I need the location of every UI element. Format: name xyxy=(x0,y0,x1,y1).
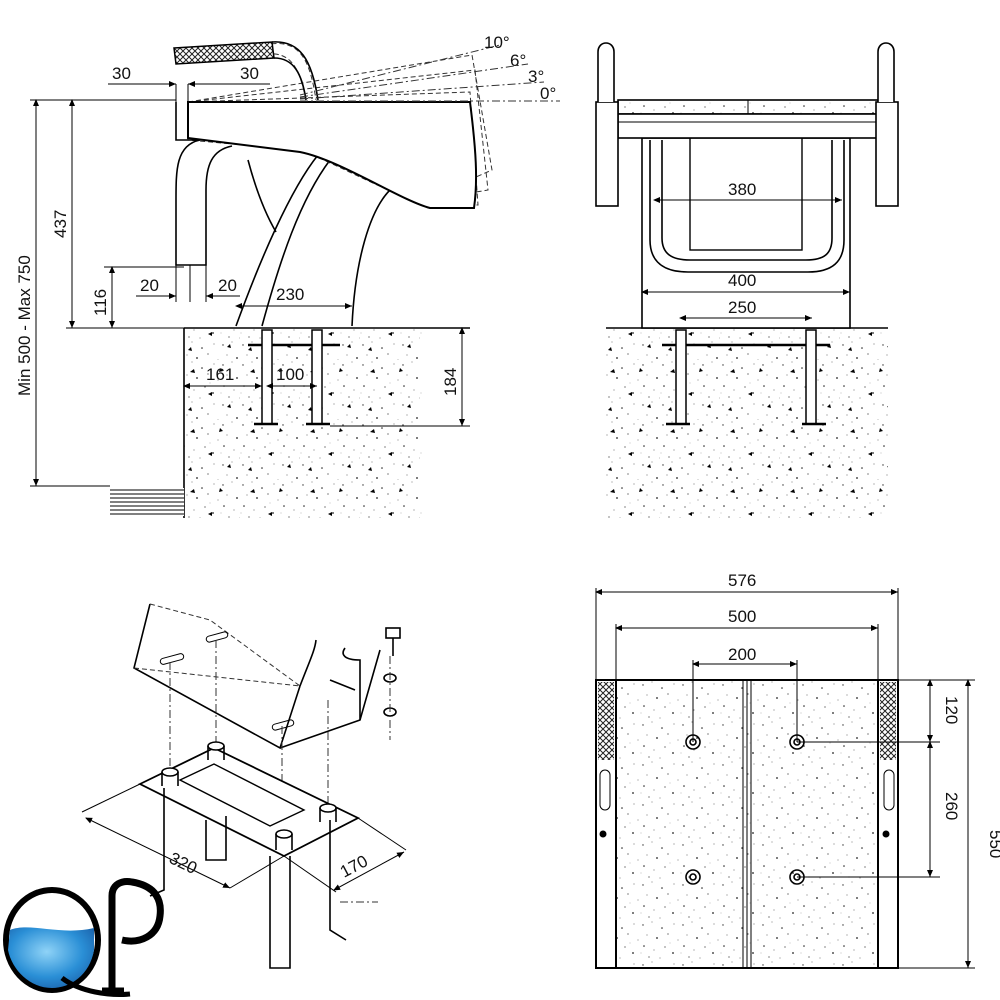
dim-437: 437 xyxy=(51,210,70,238)
angle-line-10 xyxy=(299,44,501,96)
pedestal-front-leg xyxy=(235,154,319,327)
qp-logo: QP xyxy=(3,878,164,997)
front-post-right xyxy=(877,42,895,102)
dim-120: 120 xyxy=(942,696,961,724)
front-concrete-block xyxy=(606,328,888,518)
dim-230: 230 xyxy=(276,285,304,304)
angle-line-6 xyxy=(299,63,529,98)
front-rail-left xyxy=(595,101,619,207)
dim-576: 576 xyxy=(728,571,756,590)
diving-board-side xyxy=(187,101,478,209)
dim-400: 400 xyxy=(728,271,756,290)
bolt-icon xyxy=(385,627,401,639)
angle-label-6: 6° xyxy=(510,51,526,70)
dim-20-right: 20 xyxy=(218,276,237,295)
angle-label-10: 10° xyxy=(484,33,510,52)
front-anchor-rod-left xyxy=(675,329,687,425)
iso-view: 320 170 xyxy=(81,603,407,969)
dim-170: 170 xyxy=(337,851,371,881)
dim-500: 500 xyxy=(728,607,756,626)
dim-184: 184 xyxy=(441,368,460,396)
dim-200: 200 xyxy=(728,645,756,664)
angle-line-3 xyxy=(299,81,545,100)
dim-250: 250 xyxy=(728,298,756,317)
front-rail-right xyxy=(875,101,899,207)
angle-label-3: 3° xyxy=(528,67,544,86)
dim-320: 320 xyxy=(166,849,200,879)
dim-161: 161 xyxy=(206,365,234,384)
angle-label-0: 0° xyxy=(540,84,556,103)
dim-20-left: 20 xyxy=(140,276,159,295)
dim-260: 260 xyxy=(942,792,961,820)
side-anchor-rod-right xyxy=(311,329,323,425)
side-handle xyxy=(175,139,233,266)
logo-water xyxy=(8,927,94,988)
plan-view: 576 500 200 550 120 260 xyxy=(595,571,1000,969)
front-board-surface xyxy=(617,99,881,115)
iso-studs xyxy=(161,741,337,850)
front-view: 380 400 250 xyxy=(595,42,899,518)
dim-380: 380 xyxy=(728,180,756,199)
side-grip-pad xyxy=(173,41,275,65)
dim-height-range: Min 500 - Max 750 xyxy=(15,255,34,396)
front-u-handle xyxy=(649,140,845,273)
side-anchor-rod-left xyxy=(261,329,273,425)
iso-legs xyxy=(269,856,291,969)
dim-116: 116 xyxy=(91,289,110,316)
dim-100: 100 xyxy=(276,365,304,384)
side-concrete-block xyxy=(184,328,422,518)
iso-pedestal-body xyxy=(133,603,301,750)
side-view: 10° 6° 3° 0° 30 30 Min 500 - Max 750 437… xyxy=(15,33,560,518)
dim-30-right: 30 xyxy=(240,64,259,83)
logo-letter-p xyxy=(108,878,164,990)
dim-30-left: 30 xyxy=(112,64,131,83)
pool-edge-lines xyxy=(110,489,184,515)
front-post-left xyxy=(597,42,615,102)
pedestal-rear-leg xyxy=(351,189,391,327)
dim-550: 550 xyxy=(986,830,1000,858)
front-anchor-rod-right xyxy=(805,329,817,425)
